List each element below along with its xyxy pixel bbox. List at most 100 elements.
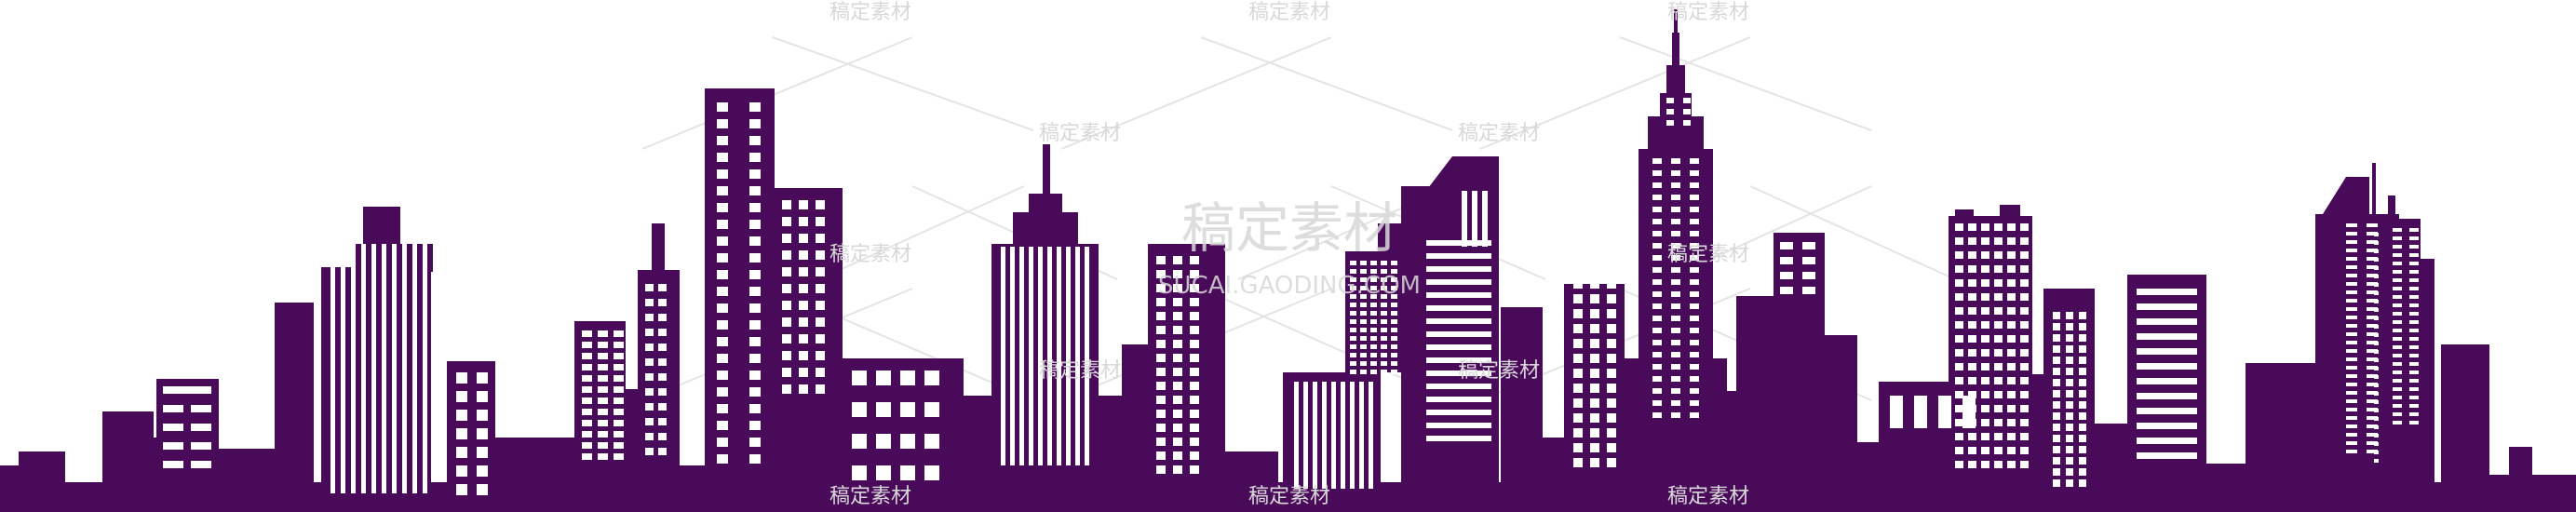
window — [1652, 195, 1662, 200]
window — [852, 371, 867, 385]
window — [1690, 231, 1699, 236]
spire — [1043, 144, 1050, 200]
window — [2393, 303, 2402, 307]
window — [2007, 293, 2016, 301]
watermark-line — [1749, 185, 1956, 280]
window — [1890, 396, 1903, 428]
window — [1780, 242, 1793, 249]
window-stripe — [351, 244, 356, 493]
window — [2409, 253, 2419, 257]
window — [2053, 479, 2060, 487]
window — [1955, 237, 1963, 245]
window — [816, 334, 825, 344]
window — [717, 320, 728, 330]
window — [717, 253, 728, 263]
window — [2409, 329, 2419, 332]
window — [582, 342, 592, 348]
window — [2367, 232, 2378, 236]
window — [1938, 396, 1951, 428]
window — [2409, 270, 2419, 274]
window-stripe — [2137, 438, 2197, 444]
window — [1652, 364, 1662, 370]
window — [1994, 293, 2003, 301]
window — [598, 397, 608, 404]
building — [28, 489, 112, 512]
watermark-text-latin: SUCAI.GAODING.COM — [1158, 272, 1421, 300]
window — [749, 270, 761, 279]
window — [658, 373, 667, 381]
window — [2053, 368, 2060, 375]
window — [1590, 413, 1599, 423]
window — [2393, 379, 2402, 383]
window — [1780, 272, 1793, 279]
window — [2007, 223, 2016, 231]
window — [2374, 291, 2379, 295]
window — [2393, 312, 2402, 316]
window — [1391, 269, 1397, 274]
building — [2095, 424, 2132, 507]
window — [2346, 223, 2357, 227]
window — [1955, 321, 1963, 329]
window — [1573, 428, 1583, 438]
window — [1370, 361, 1377, 366]
window — [900, 371, 915, 385]
window — [1994, 265, 2003, 273]
window — [598, 386, 608, 393]
window — [1350, 269, 1356, 274]
window — [2367, 324, 2378, 328]
window — [1190, 368, 1199, 376]
window — [582, 397, 592, 404]
window — [1683, 120, 1691, 126]
window — [1671, 195, 1680, 200]
window — [2020, 447, 2029, 454]
window — [717, 153, 728, 162]
watermark-text: 稿定素材 — [1248, 485, 1330, 508]
window — [658, 284, 667, 291]
window — [2066, 345, 2073, 353]
window — [1690, 195, 1699, 200]
window — [1190, 438, 1199, 446]
spire — [2372, 163, 2376, 219]
window — [2053, 435, 2060, 442]
building — [1857, 442, 1881, 507]
window — [717, 337, 728, 346]
window — [2393, 228, 2402, 232]
window — [2409, 295, 2419, 299]
window — [1590, 398, 1599, 408]
window — [2007, 265, 2016, 273]
window — [1156, 298, 1166, 306]
window — [1968, 293, 1976, 301]
window — [2020, 391, 2029, 398]
window — [2346, 307, 2357, 311]
window — [1156, 326, 1166, 334]
window — [2020, 349, 2029, 357]
window — [924, 402, 939, 417]
window — [614, 330, 624, 337]
window — [1955, 377, 1963, 384]
window — [1472, 219, 1477, 247]
window — [717, 203, 728, 212]
window — [2393, 345, 2402, 349]
window — [582, 386, 592, 393]
window — [1590, 339, 1599, 348]
window-stripe — [1029, 247, 1033, 465]
window — [749, 454, 761, 464]
window-stripe — [2137, 363, 2197, 370]
window — [2053, 457, 2060, 465]
building — [1501, 307, 1543, 503]
window — [1360, 269, 1367, 274]
window — [2066, 424, 2073, 431]
window-stripe — [2137, 289, 2197, 295]
window — [1994, 251, 2003, 259]
window — [582, 431, 592, 438]
window — [658, 433, 667, 440]
window-stripe — [1066, 247, 1071, 465]
window — [1652, 267, 1662, 273]
window — [2346, 299, 2357, 303]
window — [1652, 158, 1662, 164]
window — [1350, 344, 1356, 349]
window — [1190, 326, 1199, 334]
window — [1671, 170, 1680, 176]
window — [1994, 349, 2003, 357]
window — [456, 447, 467, 458]
